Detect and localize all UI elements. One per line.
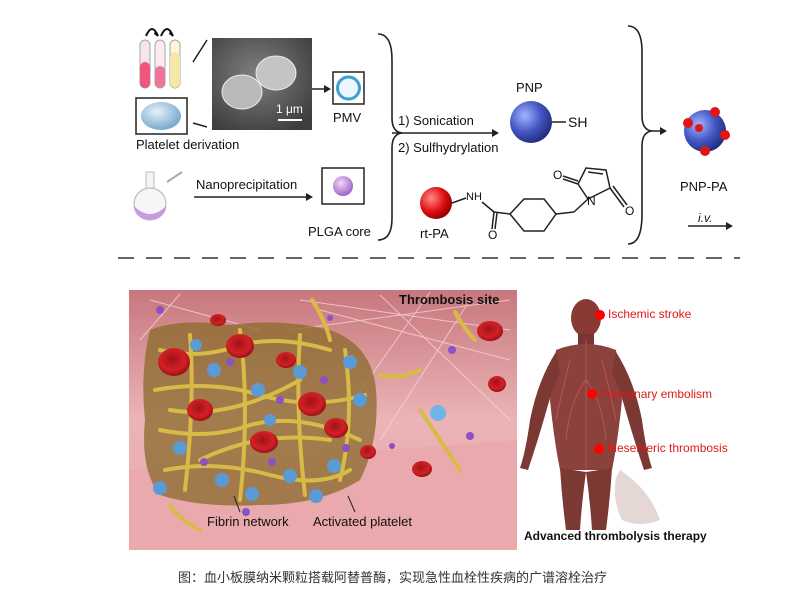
o-top-label: O (553, 168, 563, 182)
pnp-pa-particle-icon (683, 107, 730, 156)
nh-label: NH (466, 191, 482, 203)
activated-platelet-label: Activated platelet (313, 514, 413, 529)
flask-icon (133, 171, 183, 221)
ischemic-stroke-label: Ischemic stroke (608, 307, 692, 321)
sh-label: SH (568, 114, 588, 130)
platelet-cell-icon (141, 102, 181, 130)
pnp-sphere-icon (510, 101, 552, 143)
pnp-pa-label: PNP-PA (680, 179, 728, 194)
plga-core-label: PLGA core (308, 224, 371, 239)
test-tubes-icon (139, 28, 181, 89)
pmv-label: PMV (333, 110, 362, 125)
human-body-figure (520, 299, 660, 530)
plga-core-icon (333, 176, 353, 196)
figure-caption: 图：血小板膜纳米颗粒搭载阿替普酶，实现急性血栓性疾病的广谱溶栓治疗 (177, 571, 607, 586)
fibrin-network-label: Fibrin network (207, 514, 289, 529)
pnp-label: PNP (516, 80, 543, 95)
sem-micrograph (212, 38, 312, 130)
nanoprecipitation-label: Nanoprecipitation (196, 177, 298, 192)
o-bottom-label: O (625, 204, 635, 218)
o-amide-label: O (488, 228, 498, 242)
crosslinker-structure (451, 167, 628, 232)
pmv-vesicle-icon (336, 75, 361, 101)
scale-bar-label: 1 μm (276, 102, 303, 116)
rt-pa-label: rt-PA (420, 226, 449, 241)
mesenteric-thrombosis-label: Mesenteric thrombosis (607, 441, 728, 455)
thrombosis-site-label: Thrombosis site (399, 292, 500, 307)
sonication-label: 1) Sonication (398, 113, 474, 128)
iv-label: i.v. (698, 211, 713, 225)
pulmonary-embolism-label: Pulmonary embolism (600, 387, 713, 401)
platelet-derivation-label: Platelet derivation (136, 137, 240, 152)
sulfhydrylation-label: 2) Sulfhydrylation (398, 140, 499, 155)
thrombosis-illustration (129, 290, 517, 550)
rt-pa-sphere-icon (420, 187, 452, 219)
therapy-label: Advanced thrombolysis therapy (524, 529, 707, 543)
n-label: N (587, 194, 596, 208)
